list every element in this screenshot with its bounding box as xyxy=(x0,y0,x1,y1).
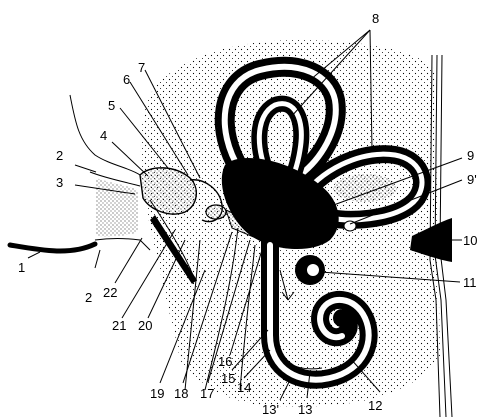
label-8: 8 xyxy=(372,11,379,26)
label-15: 15 xyxy=(221,371,235,386)
label-21: 21 xyxy=(112,318,126,333)
label-1: 1 xyxy=(18,260,25,275)
label-17: 17 xyxy=(200,386,214,401)
label-12: 12 xyxy=(368,398,382,413)
label-7: 7 xyxy=(138,60,145,75)
label-22: 22 xyxy=(103,285,117,300)
label-3: 3 xyxy=(56,175,63,190)
label-9-prime: 9' xyxy=(467,172,477,187)
label-14: 14 xyxy=(237,380,251,395)
label-5: 5 xyxy=(108,98,115,113)
label-2-lower: 2 xyxy=(85,290,92,305)
label-6: 6 xyxy=(123,72,130,87)
label-2-upper: 2 xyxy=(56,148,63,163)
label-16: 16 xyxy=(218,354,232,369)
label-9: 9 xyxy=(467,148,474,163)
label-19: 19 xyxy=(150,386,164,401)
external-ear-canal xyxy=(10,95,150,251)
label-4: 4 xyxy=(100,128,107,143)
label-13: 13 xyxy=(298,402,312,417)
saccule xyxy=(295,255,325,285)
label-11: 11 xyxy=(463,275,477,290)
label-18: 18 xyxy=(174,386,188,401)
label-20: 20 xyxy=(138,318,152,333)
label-10: 10 xyxy=(463,233,477,248)
label-13-prime: 13' xyxy=(262,402,279,417)
